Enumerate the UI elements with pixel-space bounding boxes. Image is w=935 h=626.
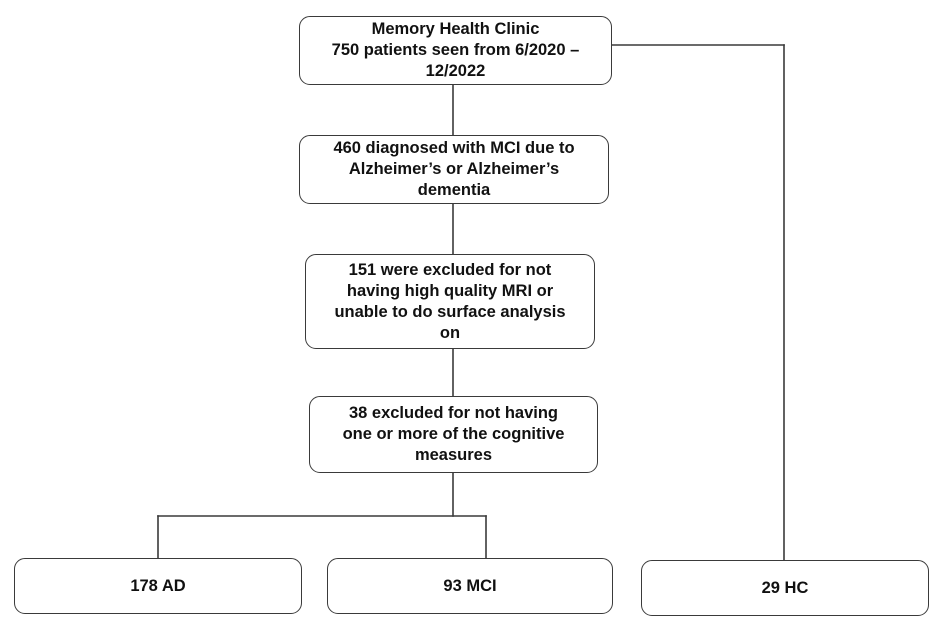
- node-memory-health-clinic: Memory Health Clinic 750 patients seen f…: [299, 16, 612, 85]
- node-hc: 29 HC: [641, 560, 929, 616]
- node-cognitive-excluded: 38 excluded for not having one or more o…: [309, 396, 598, 473]
- node-mri-excluded: 151 were excluded for not having high qu…: [305, 254, 595, 349]
- node-mci: 93 MCI: [327, 558, 613, 614]
- node-ad: 178 AD: [14, 558, 302, 614]
- node-diagnosed: 460 diagnosed with MCI due to Alzheimer’…: [299, 135, 609, 204]
